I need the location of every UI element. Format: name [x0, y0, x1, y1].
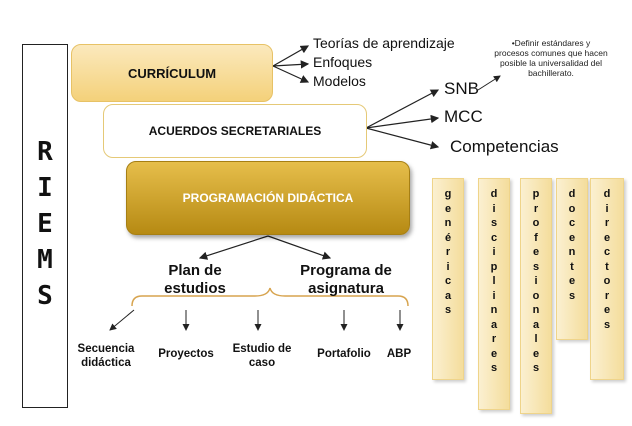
arrow-acuerdos-snb — [365, 89, 440, 129]
leaf-portafolio: Portafolio — [317, 348, 371, 360]
curriculum-item: Modelos — [313, 73, 366, 89]
riems-letter: I — [37, 173, 53, 203]
arrow-acuerdos-mcc — [365, 114, 440, 129]
acuerdos-box: ACUERDOS SECRETARIALES — [103, 104, 367, 158]
riems-letter: R — [37, 137, 53, 167]
bracket — [131, 287, 409, 307]
arrow-programacion-programa — [267, 235, 332, 260]
riems-letter: S — [37, 281, 53, 311]
snb-note: •Definir estándares y procesos comunes q… — [494, 38, 608, 78]
acuerdos-item-mcc: MCC — [444, 107, 483, 126]
acuerdos-item-competencias: Competencias — [450, 137, 559, 156]
arrow-snb-note — [477, 75, 501, 91]
arrow-curriculum-modelos — [272, 65, 310, 83]
curriculum-box: CURRÍCULUM — [71, 44, 273, 102]
arrow-secuencia — [109, 309, 135, 331]
riems-box: R I E M S — [22, 44, 68, 408]
riems-letter: M — [37, 245, 53, 275]
riems-letter: E — [37, 209, 53, 239]
leaf-abp: ABP — [386, 348, 412, 360]
curriculum-item: Enfoques — [313, 54, 373, 70]
curriculum-item: Teorías de aprendizaje — [313, 35, 455, 51]
programacion-box: PROGRAMACIÓN DIDÁCTICA — [126, 161, 410, 235]
leaf-proyectos: Proyectos — [158, 348, 214, 360]
arrow-curriculum-teorias — [272, 45, 310, 67]
acuerdos-item-snb: SNB — [444, 79, 479, 98]
arrow-curriculum-enfoques — [272, 60, 310, 69]
arrow-acuerdos-competencias — [365, 127, 440, 150]
arrow-programacion-plan — [198, 235, 269, 260]
